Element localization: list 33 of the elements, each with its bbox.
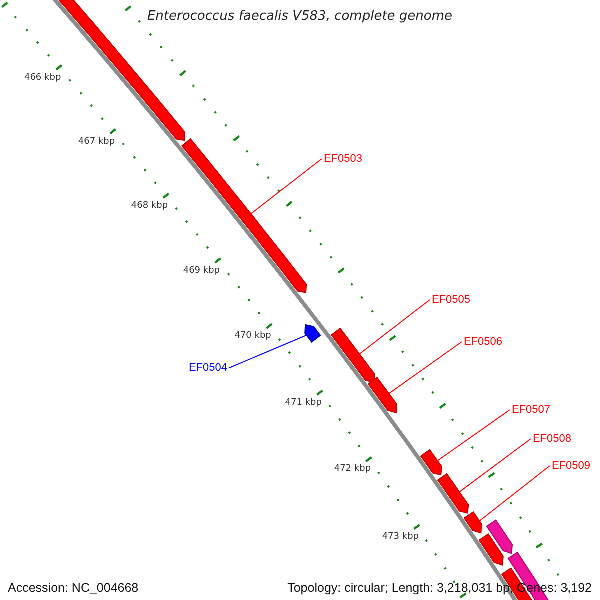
leader-line: [360, 300, 430, 354]
gene-segment: [368, 377, 398, 414]
gene-label: EF0508: [533, 433, 572, 445]
gene-segment: [437, 473, 470, 514]
scale-label: 466 kbp: [24, 72, 62, 83]
gene-segment: [330, 328, 376, 384]
gene-segment: [486, 520, 514, 554]
gene-label: EF0504: [189, 362, 228, 374]
gene-label: EF0506: [464, 336, 503, 348]
leader-line: [460, 438, 532, 492]
gene-segment: [464, 511, 482, 534]
scale-label: 468 kbp: [131, 200, 168, 211]
gene-segment: [478, 534, 504, 566]
leader-line: [389, 342, 462, 394]
gene-label: EF0505: [432, 294, 471, 306]
leader-line: [438, 410, 510, 462]
leader-line: [229, 335, 307, 368]
accession-text: Accession: NC_004668: [8, 581, 139, 595]
scale-label: 471 kbp: [285, 398, 322, 408]
scale-label: 467 kbp: [78, 136, 116, 147]
gene-segment: [181, 138, 308, 294]
gene-label: EF0503: [324, 153, 363, 165]
leader-line: [480, 466, 550, 522]
title: Enterococcus faecalis V583, complete genome: [146, 9, 454, 24]
gene-segment: [304, 324, 322, 343]
scale-label: 473 kbp: [382, 532, 420, 542]
scale-label: 470 kbp: [234, 331, 272, 342]
scale-label: 472 kbp: [334, 464, 372, 474]
gene-label: EF0509: [552, 460, 591, 472]
leader-line: [251, 158, 322, 214]
gene-label: EF0507: [512, 404, 551, 416]
gene-segment: [420, 449, 442, 476]
scale-label: 469 kbp: [183, 266, 220, 276]
